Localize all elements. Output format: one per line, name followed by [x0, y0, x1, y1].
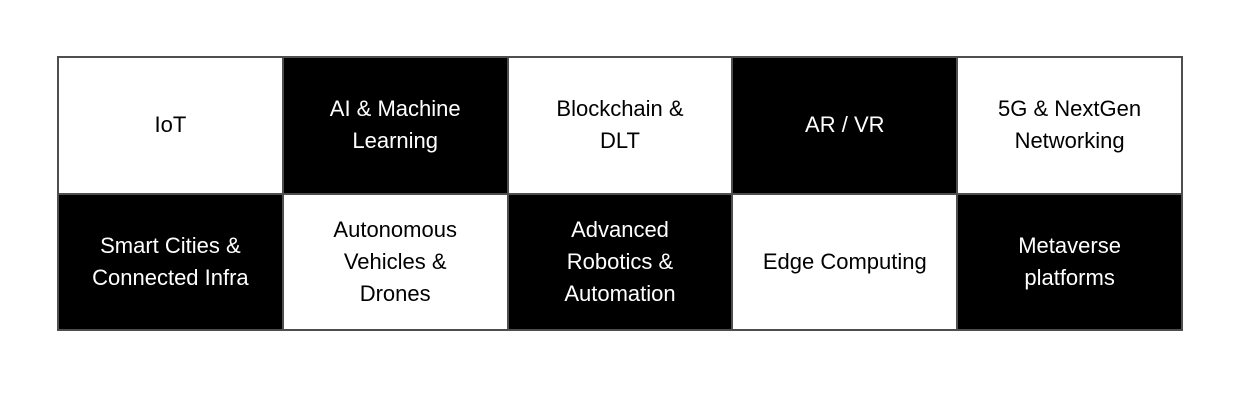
cell-label: Autonomous Vehicles & Drones	[333, 216, 457, 306]
cell-label: 5G & NextGen Networking	[998, 96, 1142, 154]
grid-cell-ar-vr: AR / VR	[733, 58, 957, 193]
grid-cell-advanced-robotics-automation: Advanced Robotics & Automation	[508, 194, 732, 329]
grid-cell-blockchain-dlt: Blockchain & DLT	[508, 58, 732, 193]
grid-cell-iot: IoT	[59, 58, 282, 193]
cell-label: Smart Cities & Connected Infra	[92, 232, 249, 290]
grid-cell-smart-cities-connected-infra: Smart Cities & Connected Infra	[59, 194, 282, 329]
cell-label: AI & Machine Learning	[329, 96, 461, 154]
grid-cell-5g-nextgen-networking: 5G & NextGen Networking	[958, 58, 1181, 193]
grid-cell-metaverse-platforms: Metaverse platforms	[958, 194, 1181, 329]
cell-label: AR / VR	[805, 112, 885, 138]
cell-label: Metaverse platforms	[1018, 232, 1121, 290]
cell-label: Advanced Robotics & Automation	[564, 216, 676, 306]
grid-cell-edge-computing: Edge Computing	[733, 194, 957, 329]
cell-label: Edge Computing	[762, 248, 927, 274]
grid-cell-ai-machine-learning: AI & Machine Learning	[283, 58, 507, 193]
cell-label: Blockchain & DLT	[556, 96, 684, 154]
technology-grid: IoT AI & Machine Learning Blockchain & D…	[57, 56, 1183, 331]
cell-label: IoT	[154, 112, 187, 138]
grid-cell-autonomous-vehicles-drones: Autonomous Vehicles & Drones	[283, 194, 507, 329]
